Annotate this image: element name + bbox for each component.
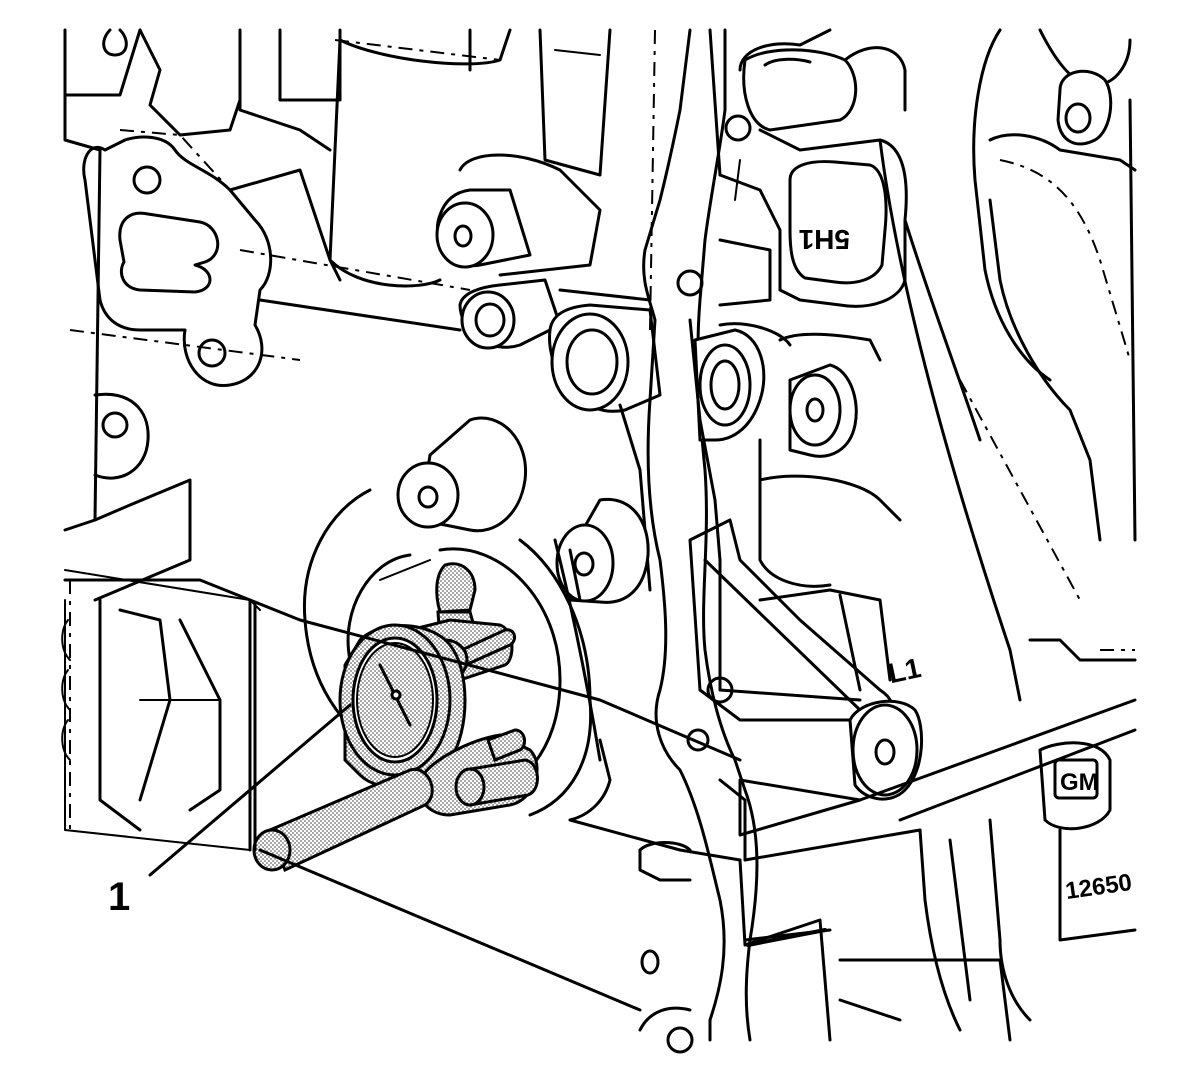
right-block-section: [878, 28, 1137, 702]
lower-front-face: [248, 598, 742, 1012]
callout-number: 1: [108, 875, 130, 919]
callout-1: 1: [108, 703, 352, 919]
left-mounting-flange: [69, 129, 301, 480]
lower-right-rail: GM 12650: [738, 698, 1137, 1042]
timing-cover-flange: [638, 28, 759, 1054]
center-bosses: [435, 153, 662, 592]
figure-id: 12650: [1064, 869, 1134, 905]
water-outlet-casting: 5H1: [708, 28, 908, 308]
center-seal-bore: [688, 318, 792, 562]
right-mid-bosses: [758, 332, 902, 588]
lower-right-rib: L1: [688, 518, 924, 862]
logo-box: [1053, 758, 1099, 800]
cast-mark-upper: 5H1: [799, 224, 850, 255]
dial-indicator-icon: [252, 562, 539, 873]
cast-mark-lower: L1: [885, 652, 923, 689]
lower-center-bosses: [396, 416, 650, 604]
left-block-section: [61, 28, 261, 852]
upper-left-casting: [102, 28, 612, 332]
callout-leader-line: [148, 703, 352, 877]
logo-letters: GM: [1060, 769, 1099, 796]
